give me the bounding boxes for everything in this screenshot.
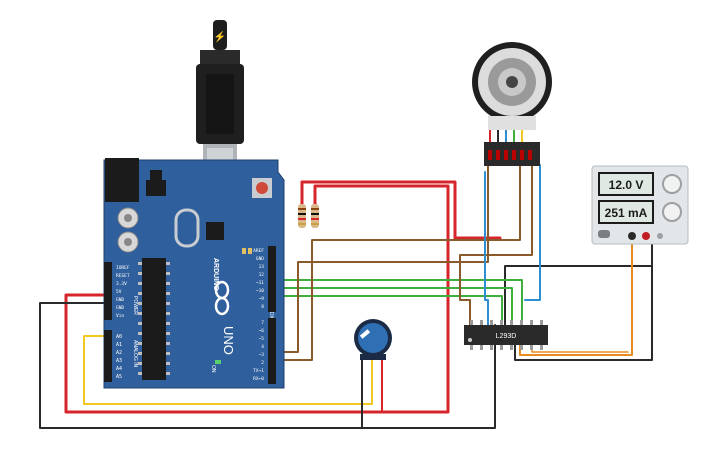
tx-led — [242, 248, 246, 254]
wire-yellow-a0[interactable] — [83, 335, 373, 405]
terminal-negative[interactable] — [628, 232, 636, 240]
wire-green-10[interactable] — [267, 287, 513, 326]
pin-0: RX←0 — [253, 376, 264, 382]
pin-13: 13 — [259, 264, 265, 270]
wire-red-5v[interactable] — [64, 184, 450, 414]
arduino-logo — [214, 280, 230, 316]
digital-pin-labels-top: AREF GND 13 12 ~11 ~10 ~9 8 — [253, 248, 264, 310]
pin-reset: RESET — [116, 273, 130, 279]
power-jack — [105, 158, 139, 202]
encoder-wires — [489, 130, 531, 142]
wire-brown-2[interactable] — [269, 164, 521, 361]
wire-black-psu-2[interactable] — [514, 265, 653, 361]
on-led — [215, 360, 221, 364]
terminal-positive[interactable] — [642, 232, 650, 240]
svg-text:⚡: ⚡ — [214, 30, 226, 43]
atmega-chip — [142, 258, 166, 380]
digital-header-bottom — [268, 318, 276, 384]
wire-black-gnd[interactable] — [39, 302, 496, 429]
model-label: UNO — [221, 326, 236, 355]
wire-green-9[interactable] — [267, 295, 503, 326]
pin-gnd-2: GND — [116, 305, 124, 311]
wire-brown-3[interactable] — [459, 164, 533, 326]
pin-1: TX→1 — [253, 368, 264, 374]
brand-label: ARDUINO — [212, 258, 219, 291]
wires — [39, 164, 653, 429]
rx-led — [248, 248, 252, 254]
power-supply[interactable]: 12.0 V 251 mA — [591, 165, 689, 245]
pin-3: ~3 — [259, 352, 265, 358]
current-knob[interactable] — [662, 202, 682, 222]
pin-4: 4 — [261, 344, 264, 350]
pin-8: 8 — [261, 304, 264, 310]
power-switch[interactable] — [598, 230, 610, 238]
pin-a2: A2 — [116, 350, 122, 356]
wire-black-psu[interactable] — [504, 235, 653, 326]
driver-label: L293D — [496, 333, 517, 340]
pin-a4: A4 — [116, 366, 122, 372]
resistor-2[interactable] — [311, 204, 319, 228]
analog-title: ANALOG IN — [132, 340, 138, 368]
voltage-regulator — [146, 180, 166, 196]
potentiometer[interactable] — [354, 319, 392, 360]
wire-brown-1[interactable] — [269, 164, 489, 353]
pin-a0: A0 — [116, 334, 122, 340]
pin-aref: AREF — [253, 248, 264, 254]
pin-3v3: 3.3V — [116, 281, 127, 287]
pin-ioref: IOREF — [116, 265, 130, 271]
wire-red-vcc[interactable] — [300, 180, 502, 240]
pin-6: ~6 — [259, 328, 265, 334]
pin-a1: A1 — [116, 342, 122, 348]
voltage-readout: 12.0 V — [609, 178, 644, 192]
arduino-uno-board[interactable]: ARDUINO UNO ON DIGITAL (PWM~) POWER ANAL… — [103, 158, 285, 389]
pin-12: 12 — [259, 272, 265, 278]
power-header — [104, 262, 112, 320]
power-pin-labels: IOREF RESET 3.3V 5V GND GND Vin — [116, 265, 130, 319]
pin-9: ~9 — [259, 296, 265, 302]
power-title: POWER — [132, 296, 138, 315]
usb-chip — [206, 222, 224, 240]
wire-green-11[interactable] — [267, 279, 523, 326]
pin-5v: 5V — [116, 289, 122, 295]
crystal — [174, 208, 200, 248]
pin-a3: A3 — [116, 358, 122, 364]
wire-blue-1[interactable] — [484, 171, 489, 326]
current-readout: 251 mA — [605, 206, 648, 220]
pin-7: 7 — [261, 320, 264, 326]
digital-pin-labels-bottom: 7 ~6 ~5 4 ~3 2 TX→1 RX←0 — [253, 320, 264, 382]
wire-orange-2[interactable] — [531, 344, 629, 353]
resistor-1[interactable] — [298, 204, 306, 228]
dc-motor-encoder[interactable] — [472, 42, 552, 166]
analog-header — [104, 330, 112, 382]
pin-gnd-d: GND — [256, 256, 264, 262]
pin-10: ~10 — [256, 288, 264, 294]
voltage-knob[interactable] — [662, 174, 682, 194]
on-label: ON — [210, 365, 216, 373]
analog-pin-labels: A0 A1 A2 A3 A4 A5 — [116, 334, 122, 380]
pin-vin: Vin — [116, 313, 124, 319]
pin-11: ~11 — [256, 280, 264, 286]
pin-gnd-1: GND — [116, 297, 124, 303]
pin-a5: A5 — [116, 374, 122, 380]
wire-blue-2[interactable] — [524, 164, 541, 301]
l293d-driver[interactable]: L293D — [464, 320, 548, 350]
pin-5: ~5 — [259, 336, 265, 342]
pin-2: 2 — [261, 360, 264, 366]
digital-header-top — [268, 246, 276, 312]
